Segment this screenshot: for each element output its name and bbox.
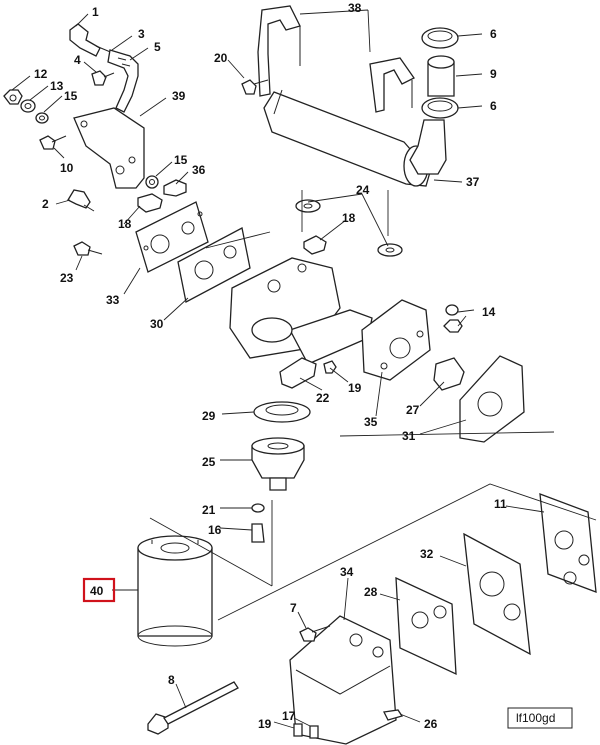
callout-32: 32 (420, 547, 434, 561)
callout-25: 25 (202, 455, 216, 469)
part-elbow-outlet (409, 119, 447, 175)
callout-13: 13 (50, 79, 64, 93)
highlighted-callout-40[interactable]: 40 (82, 577, 116, 603)
part-bolt-4 (91, 70, 115, 86)
callout-6b: 6 (490, 99, 497, 113)
callout-18b: 18 (342, 211, 356, 225)
part-bolt-26 (383, 709, 404, 721)
part-washer-14 (445, 304, 459, 316)
part-washer-15a (35, 112, 49, 124)
callout-labels: 1 3 5 4 38 6 9 6 20 12 13 15 39 10 15 36… (34, 1, 507, 731)
part-bolt-17 (309, 725, 319, 739)
callout-20: 20 (214, 51, 228, 65)
part-filter-head-housing (229, 257, 373, 365)
part-washer-15b (145, 175, 159, 189)
callout-1: 1 (92, 5, 99, 19)
callout-6a: 6 (490, 27, 497, 41)
callout-15b: 15 (174, 153, 188, 167)
part-spacer-27 (433, 357, 465, 391)
callout-36: 36 (192, 163, 206, 177)
part-long-bolt-8 (147, 681, 239, 735)
part-bracket-tube (107, 49, 139, 113)
part-bolt-23 (73, 241, 103, 256)
callout-27: 27 (406, 403, 420, 417)
callout-9: 9 (490, 67, 497, 81)
part-bolt-19b (293, 723, 303, 737)
callout-38: 38 (348, 1, 362, 15)
part-cooler-37 (263, 89, 431, 187)
callout-15a: 15 (64, 89, 78, 103)
part-plate-31 (459, 355, 525, 443)
part-bolt-20 (241, 79, 269, 95)
part-fitting-36 (163, 179, 187, 197)
callout-39: 39 (172, 89, 186, 103)
part-strap-38b (369, 57, 415, 113)
callout-2: 2 (42, 197, 49, 211)
callout-29: 29 (202, 409, 216, 423)
part-bolt-7 (299, 625, 331, 642)
part-gasket-29 (253, 401, 311, 423)
part-washer-24b (377, 243, 403, 257)
part-bracket-plate-39 (73, 107, 145, 189)
part-bolt-10 (39, 135, 67, 150)
callout-31: 31 (402, 429, 416, 443)
part-bolt-16 (251, 523, 265, 543)
callout-11: 11 (494, 497, 507, 511)
reference-code-box: lf100gd (507, 707, 573, 729)
part-washer-21 (251, 503, 265, 513)
callout-18a: 18 (118, 217, 132, 231)
part-adapter-25 (251, 437, 305, 479)
callout-3: 3 (138, 27, 145, 41)
highlight-box (82, 577, 116, 603)
part-oil-filter-40 (137, 535, 213, 647)
callout-7: 7 (290, 601, 297, 615)
part-hose-clamp-6b (421, 97, 459, 119)
callout-14: 14 (482, 305, 496, 319)
callout-26: 26 (424, 717, 438, 731)
callout-24: 24 (356, 183, 370, 197)
part-gasket-33 (135, 201, 209, 273)
part-adapter-35 (361, 299, 431, 381)
callout-19b: 19 (258, 717, 272, 731)
callout-30: 30 (150, 317, 164, 331)
assembly-guide-lines (149, 190, 597, 621)
callout-8: 8 (168, 673, 175, 687)
callout-5: 5 (154, 40, 161, 54)
callout-17: 17 (282, 709, 296, 723)
part-plate-28 (395, 576, 457, 676)
callout-21: 21 (202, 503, 216, 517)
callout-19a: 19 (348, 381, 362, 395)
callout-4: 4 (74, 53, 81, 67)
callout-12: 12 (34, 67, 48, 81)
callout-34: 34 (340, 565, 354, 579)
part-nipple-25 (269, 477, 287, 491)
reference-code: lf100gd (516, 711, 555, 725)
part-plate-30 (177, 227, 251, 303)
callout-23: 23 (60, 271, 74, 285)
part-hose-clamp-6a (421, 27, 459, 49)
callout-40: 40 (90, 584, 104, 598)
part-gasket-11 (539, 493, 597, 593)
part-fitting-18a (137, 193, 163, 213)
part-strap-38a (257, 5, 301, 97)
part-nut-14 (443, 319, 463, 333)
callout-10: 10 (60, 161, 74, 175)
part-hose-9 (427, 55, 455, 97)
callout-37: 37 (466, 175, 480, 189)
callout-35: 35 (364, 415, 378, 429)
callout-28: 28 (364, 585, 378, 599)
part-connector-22 (279, 357, 317, 389)
part-elbow-2 (67, 189, 95, 212)
part-gasket-32 (463, 532, 531, 656)
leader-lines (11, 9, 545, 729)
part-washer-13 (20, 99, 36, 113)
callout-22: 22 (316, 391, 330, 405)
callout-33: 33 (106, 293, 120, 307)
part-nut-12 (3, 89, 23, 105)
part-fitting-18b (303, 235, 327, 255)
callout-16: 16 (208, 523, 222, 537)
